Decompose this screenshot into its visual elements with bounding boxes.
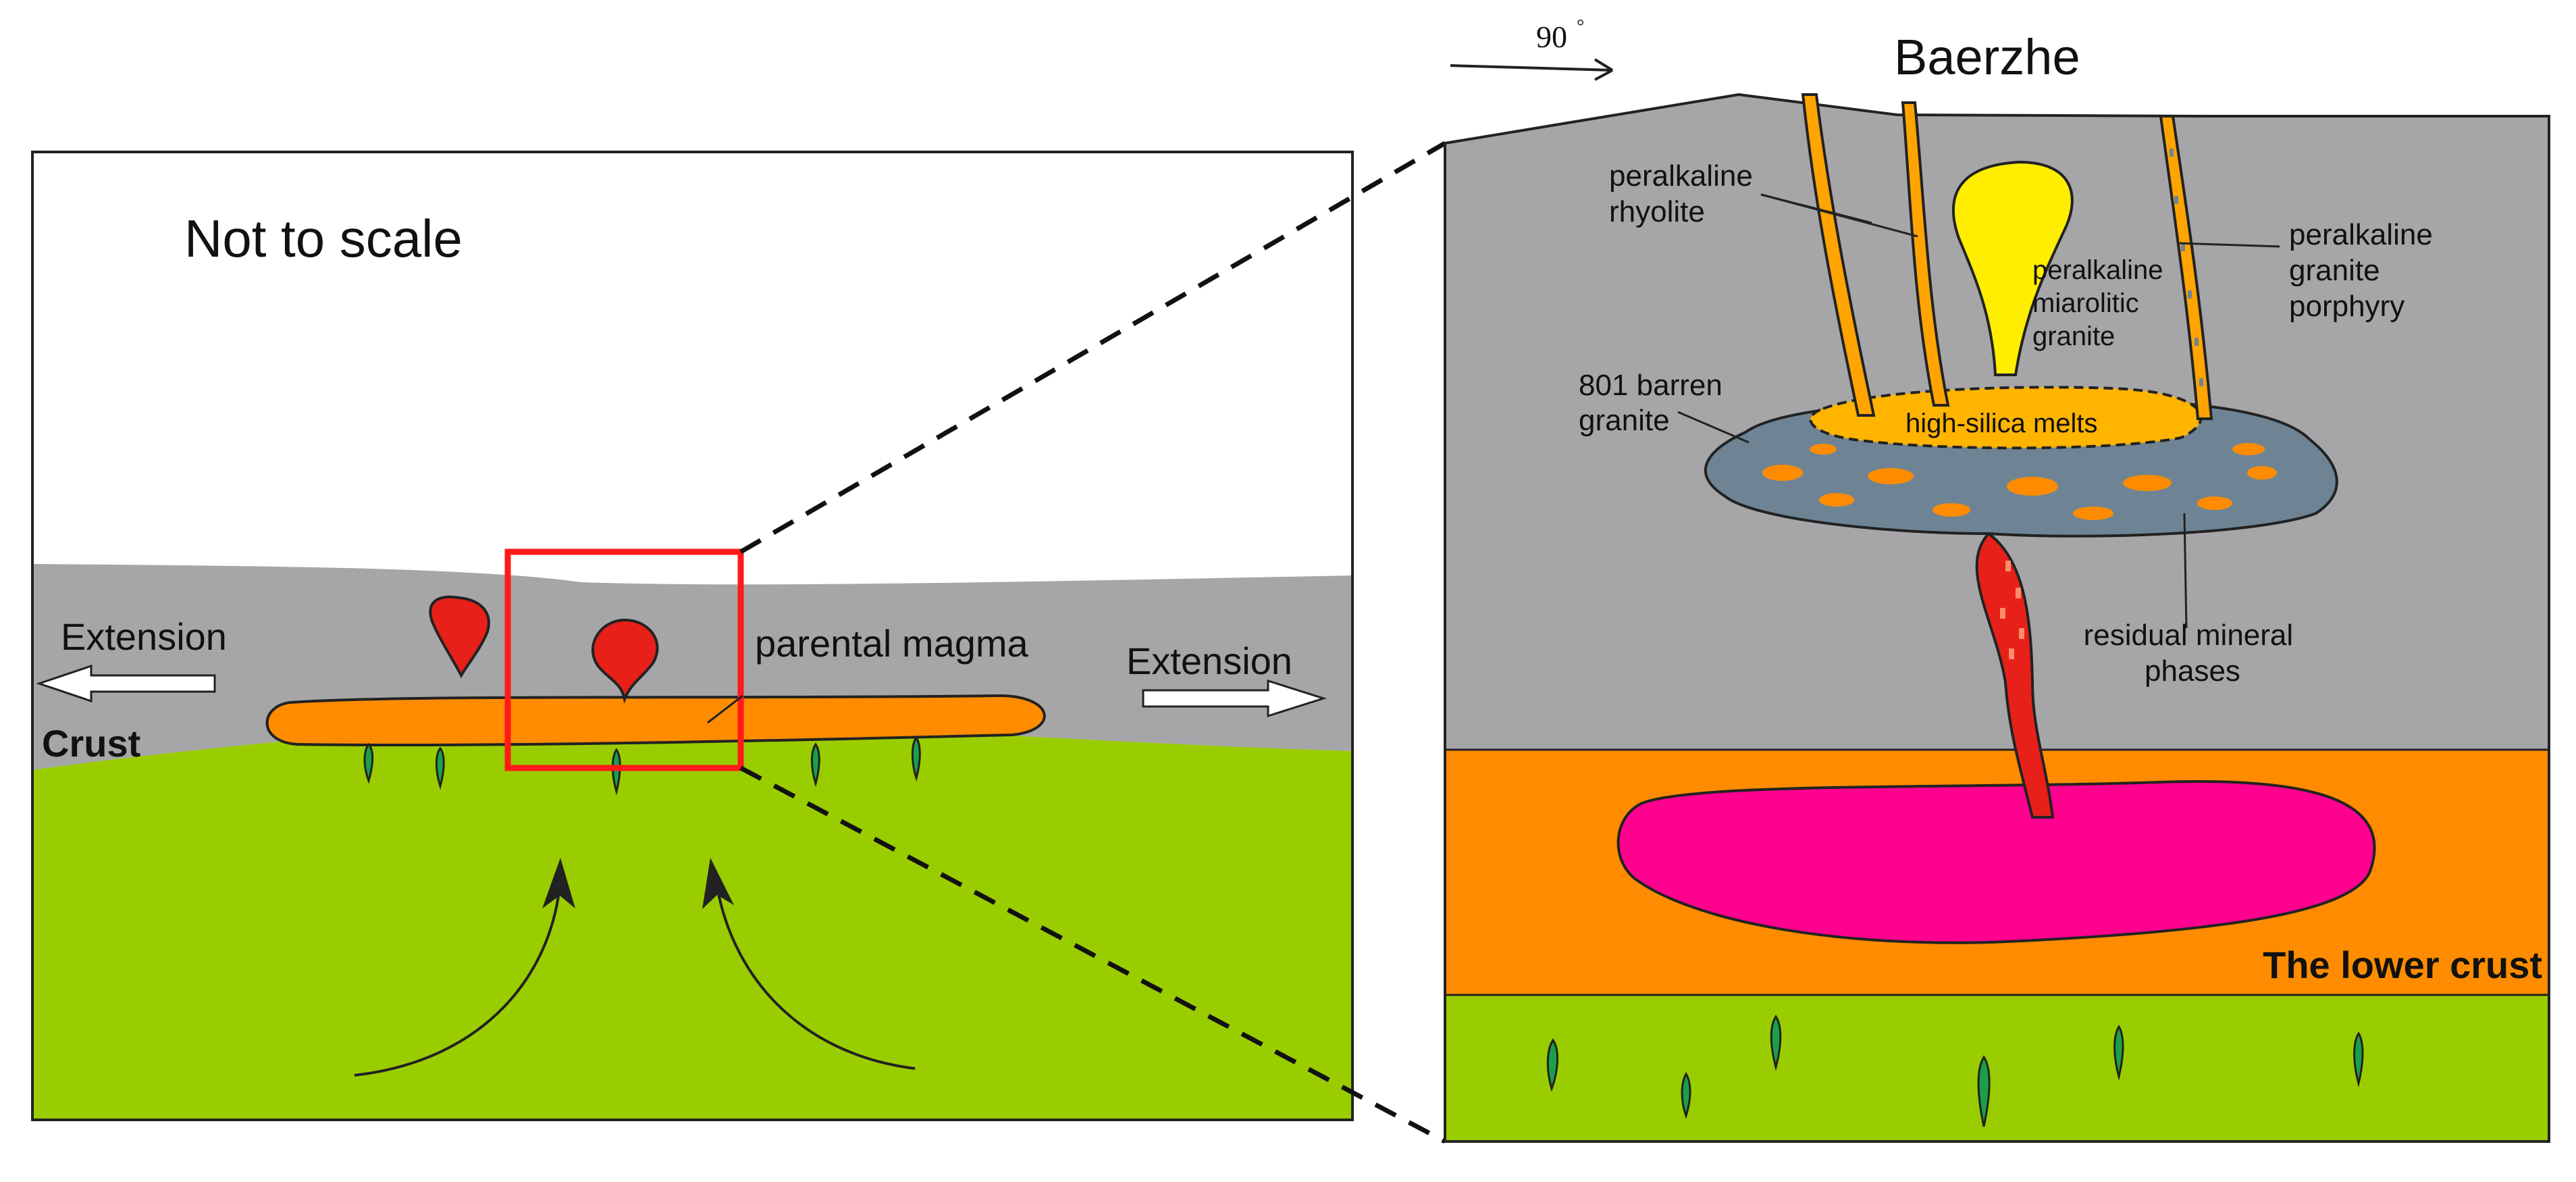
leader-parental-magma bbox=[707, 694, 743, 724]
upwelling-arrowhead-left bbox=[542, 858, 575, 908]
right-panel-frame bbox=[1444, 93, 2550, 1143]
zoom-line-bottom bbox=[739, 765, 1446, 1144]
extension-label-right: Extension bbox=[1126, 640, 1292, 682]
mantle-layer-right bbox=[1445, 995, 2549, 1141]
mantle-droplet bbox=[1681, 1071, 1691, 1119]
miarolitic-granite-label: peralkaline miarolitic granite bbox=[2032, 255, 2171, 351]
left-panel: Not to scale Extension Extension Crust p… bbox=[31, 140, 1446, 1144]
orientation-arrow bbox=[1450, 58, 1614, 81]
magma-diapir-left bbox=[429, 595, 490, 679]
parental-magma-sill bbox=[265, 694, 1046, 747]
right-panel: Baerzhe 90 ° peralkaline rhyolite peralk… bbox=[1444, 16, 2550, 1143]
residual-mineral-label: residual mineral phases bbox=[2084, 619, 2302, 688]
baerzhe-title: Baerzhe bbox=[1894, 29, 2080, 85]
orientation-label: 90 bbox=[1536, 20, 1567, 54]
rhyolite-dike-2 bbox=[1901, 101, 1950, 407]
not-to-scale-label: Not to scale bbox=[184, 209, 463, 268]
mantle-droplet bbox=[1770, 1014, 1782, 1071]
right-mantle-droplets bbox=[1546, 1014, 2364, 1127]
lower-crust-label: The lower crust bbox=[2263, 944, 2542, 986]
high-silica-melts-label: high-silica melts bbox=[1905, 409, 2098, 438]
mantle-droplet bbox=[2113, 1025, 2124, 1081]
conduit-specks bbox=[2000, 561, 2024, 659]
extension-label-left: Extension bbox=[61, 615, 227, 658]
upwelling-arrow-left bbox=[354, 877, 562, 1077]
mantle-droplet bbox=[810, 742, 820, 788]
mantle-droplets bbox=[363, 736, 921, 796]
miarolitic-granite-stock bbox=[1952, 160, 2074, 376]
degree-symbol: ° bbox=[1577, 16, 1584, 37]
barren-granite-label: 801 barren granite bbox=[1579, 369, 1731, 437]
peralkaline-rhyolite-label: peralkaline rhyolite bbox=[1609, 159, 1761, 228]
upwelling-arrow-right bbox=[714, 877, 916, 1070]
parental-magma-label: parental magma bbox=[755, 622, 1029, 665]
feeder-conduit bbox=[1975, 532, 2055, 819]
pluton-orange-mottles bbox=[1762, 443, 2277, 520]
mantle-droplet bbox=[435, 746, 445, 790]
magma-diapir-center bbox=[591, 618, 659, 704]
extension-arrow-left bbox=[36, 664, 216, 703]
magenta-magma-chamber bbox=[1616, 780, 2376, 944]
zoom-box bbox=[504, 548, 744, 771]
mantle-droplet bbox=[1546, 1038, 1559, 1092]
left-panel-frame bbox=[31, 151, 1354, 1121]
mantle-layer bbox=[32, 720, 1352, 1120]
rhyolite-dike-1 bbox=[1801, 93, 1876, 417]
granite-porphyry-label: peralkaline granite porphyry bbox=[2289, 218, 2441, 323]
extension-arrow-right bbox=[1142, 679, 1327, 718]
mantle-droplet bbox=[911, 736, 921, 782]
porphyry-specks bbox=[2170, 149, 2203, 386]
upwelling-arrowhead-right bbox=[702, 858, 734, 909]
mantle-droplet bbox=[1977, 1055, 1991, 1127]
porphyry-dike bbox=[2159, 115, 2213, 420]
high-silica-melt-cap bbox=[1809, 386, 2203, 450]
leader-lines bbox=[1677, 193, 2280, 629]
mantle-droplet bbox=[363, 742, 374, 784]
zoom-line-top bbox=[739, 140, 1446, 555]
dikes bbox=[1801, 93, 2213, 420]
upwelling-arrows bbox=[354, 877, 916, 1077]
mantle-droplet bbox=[2353, 1031, 2364, 1087]
crust-label: Crust bbox=[42, 722, 140, 765]
